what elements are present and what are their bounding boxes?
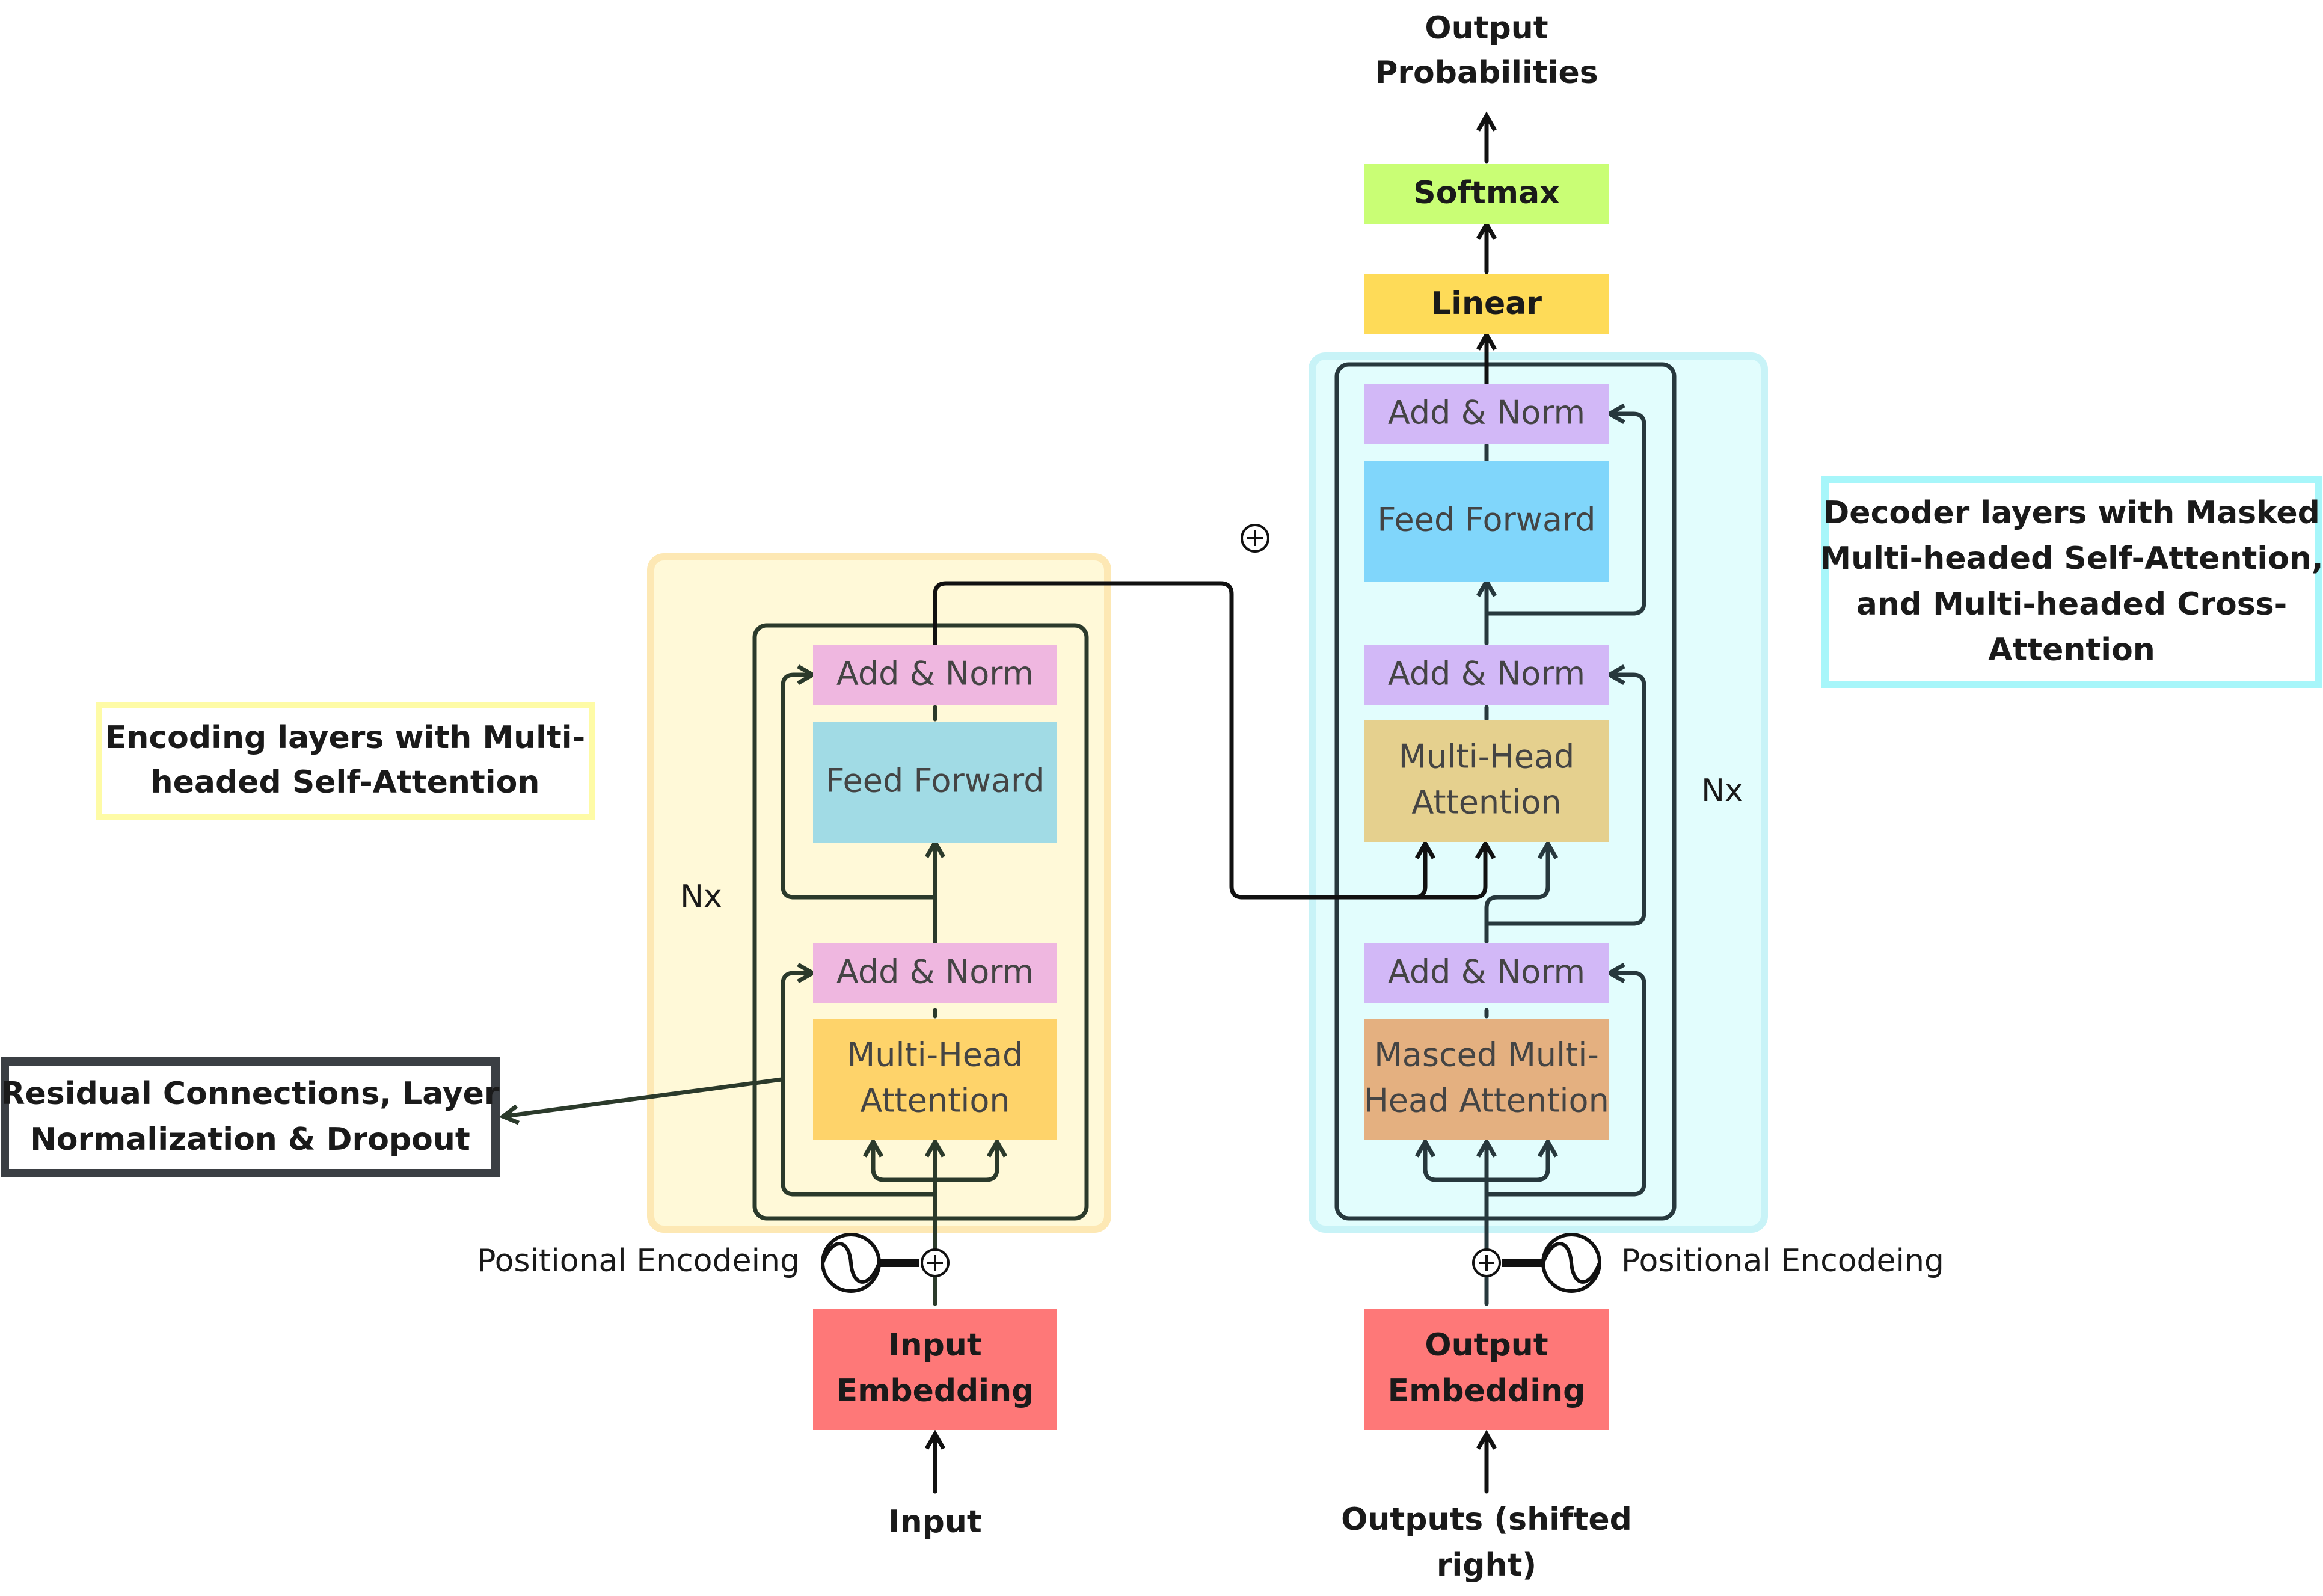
- decoder-note: Decoder layers with Masked Multi-headed …: [1820, 476, 2323, 688]
- encoder-attention-line-2: Attention: [860, 1082, 1010, 1120]
- encoder-add-norm-bottom: Add & Norm: [813, 943, 1057, 1003]
- encoder-nx-label: Nx: [680, 879, 722, 915]
- sine-wave-icon: [1541, 1233, 1601, 1293]
- encoder-connections: [781, 664, 1008, 1306]
- input-embedding-line-1: Input: [888, 1327, 981, 1363]
- residual-note-pointer: [499, 1077, 784, 1125]
- encoder-add-norm-bottom-label: Add & Norm: [836, 953, 1034, 991]
- outputs-shifted-line-1: Outputs (shifted: [1341, 1502, 1632, 1538]
- input-embedding-line-2: Embedding: [836, 1373, 1034, 1409]
- encoder-attention-line-1: Multi-Head: [847, 1036, 1023, 1074]
- decoder-note-line-4: Attention: [1988, 632, 2155, 668]
- encoder-add-norm-top: Add & Norm: [813, 645, 1057, 705]
- decoder-cross-attention: Multi-Head Attention: [1364, 720, 1609, 842]
- decoder-feed-forward: Feed Forward: [1364, 461, 1609, 582]
- encoder-positional-encoding: Positional Encodeing: [477, 1233, 950, 1293]
- plus-circle-icon: [1472, 1248, 1501, 1277]
- linear-block: Linear: [1364, 274, 1609, 334]
- decoder-nx-label: Nx: [1701, 773, 1743, 809]
- decoder-add-norm-top-label: Add & Norm: [1388, 394, 1585, 432]
- output-label-line-2: Probabilities: [1375, 55, 1598, 91]
- decoder-note-line-1: Decoder layers with Masked: [1823, 495, 2320, 531]
- input-embedding-block: Input Embedding: [813, 1309, 1057, 1430]
- input-label: Input: [888, 1504, 981, 1540]
- residual-note: Residual Connections, Layer Normalizatio…: [1, 1057, 500, 1177]
- encoder-note-line-2: headed Self-Attention: [151, 764, 540, 800]
- decoder-positional-encoding: Positional Encodeing: [1472, 1233, 1944, 1293]
- plus-circle-icon: [921, 1248, 950, 1277]
- encoder-feed-forward: Feed Forward: [813, 722, 1057, 843]
- output-embedding-line-1: Output: [1425, 1327, 1548, 1363]
- output-probabilities-label: Output Probabilities: [1375, 10, 1598, 91]
- encoder-add-norm-top-label: Add & Norm: [836, 655, 1034, 693]
- decoder-cross-attention-line-1: Multi-Head: [1399, 738, 1575, 776]
- sine-wave-icon: [821, 1233, 881, 1293]
- decoder-note-line-3: and Multi-headed Cross-: [1856, 586, 2288, 622]
- decoder-feed-forward-label: Feed Forward: [1377, 501, 1595, 539]
- linear-label: Linear: [1431, 286, 1542, 322]
- decoder-add-norm-bottom-label: Add & Norm: [1388, 953, 1585, 991]
- decoder-positional-label: Positional Encodeing: [1621, 1243, 1944, 1279]
- outputs-shifted-line-2: right): [1437, 1547, 1536, 1583]
- plus-circle-icon: [1241, 524, 1269, 553]
- encoder-layer-frame: [752, 623, 1089, 1221]
- encoder-multi-head-attention: Multi-Head Attention: [813, 1019, 1057, 1140]
- decoder-layer-frame: [1334, 362, 1677, 1221]
- output-label-line-1: Output: [1425, 10, 1548, 46]
- decoder-add-norm-mid-label: Add & Norm: [1388, 655, 1585, 693]
- encoder-to-decoder-branch: [1412, 839, 1496, 900]
- decoder-cross-attention-line-2: Attention: [1411, 784, 1561, 821]
- decoder-masked-attention-line-1: Masced Multi-: [1374, 1036, 1599, 1074]
- encoder-feed-forward-label: Feed Forward: [826, 762, 1044, 800]
- encoder-note-line-1: Encoding layers with Multi-: [105, 720, 585, 756]
- softmax-block: Softmax: [1364, 164, 1609, 224]
- decoder-add-norm-bottom: Add & Norm: [1364, 943, 1609, 1003]
- encoder-note: Encoding layers with Multi- headed Self-…: [96, 702, 595, 820]
- residual-note-line-2: Normalization & Dropout: [30, 1122, 470, 1158]
- decoder-masked-attention-line-2: Head Attention: [1364, 1082, 1609, 1120]
- decoder-masked-attention: Masced Multi- Head Attention: [1364, 1019, 1609, 1140]
- decoder-add-norm-mid: Add & Norm: [1364, 645, 1609, 705]
- output-embedding-block: Output Embedding: [1364, 1309, 1609, 1430]
- decoder-note-line-2: Multi-headed Self-Attention,: [1820, 541, 2323, 577]
- output-embedding-line-2: Embedding: [1388, 1373, 1586, 1409]
- decoder-connections: [1414, 330, 1646, 1306]
- encoder-positional-label: Positional Encodeing: [477, 1243, 800, 1279]
- residual-note-line-1: Residual Connections, Layer: [1, 1076, 499, 1112]
- decoder-add-norm-top: Add & Norm: [1364, 384, 1609, 444]
- softmax-label: Softmax: [1413, 175, 1559, 211]
